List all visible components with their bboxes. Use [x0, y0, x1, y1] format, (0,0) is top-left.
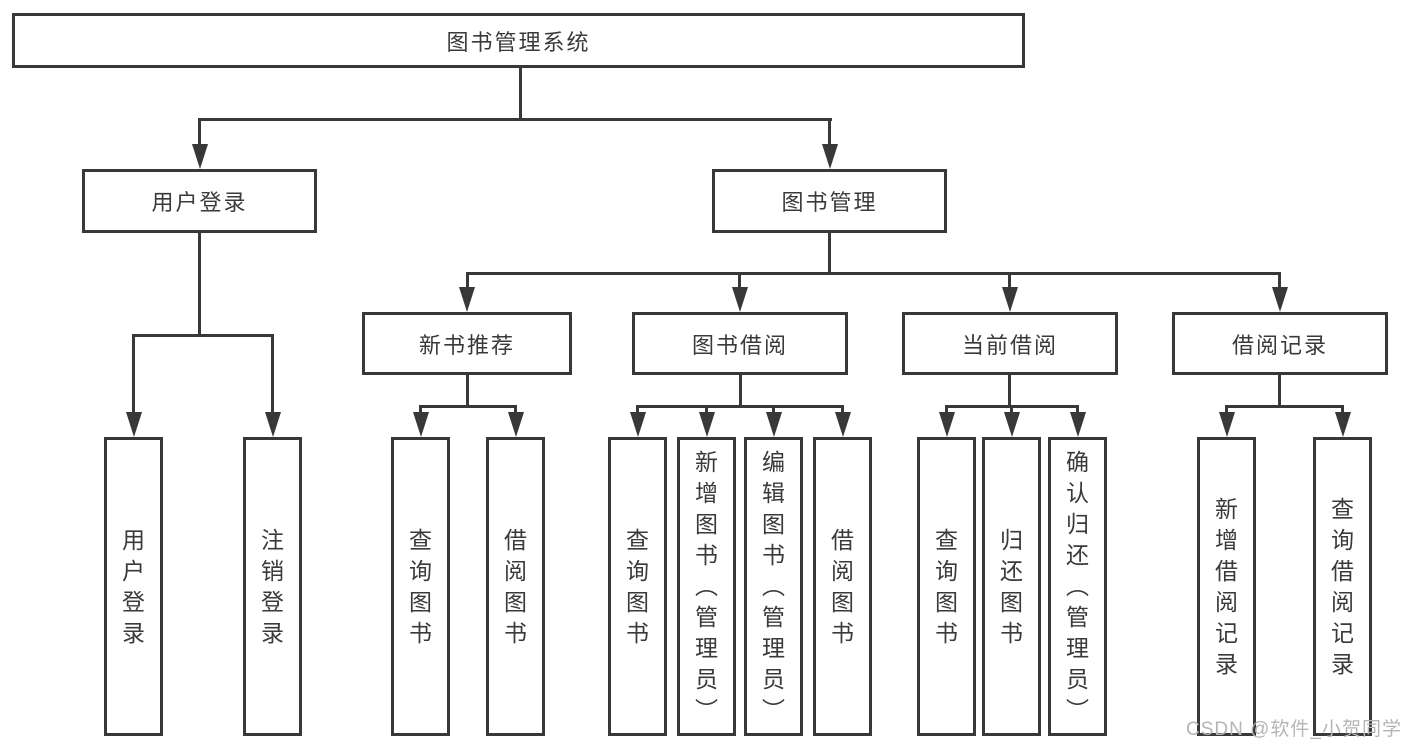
arrow-into-leaf	[508, 412, 524, 437]
node-library-management-system: 图书管理系统	[12, 13, 1025, 68]
connector-to-leaf	[772, 405, 775, 417]
connector-to-book-borrowing	[738, 272, 741, 290]
leaf-logout: 注 销 登 录	[243, 437, 302, 736]
leaf-confirm-return-admin: 确 认 归 还 ︵ 管 理 员 ︶	[1048, 437, 1107, 736]
leaf-add-books-admin: 新 增 图 书 ︵ 管 理 员 ︶	[677, 437, 736, 736]
connector-user-login-stem	[198, 233, 201, 337]
connector-to-leaf	[705, 405, 708, 417]
connector-to-leaf	[1341, 405, 1344, 417]
connector-book-mgmt-stem	[828, 233, 831, 275]
arrow-into-leaf	[939, 412, 955, 437]
arrow-into-leaf	[630, 412, 646, 437]
connector-to-book-management	[828, 118, 831, 150]
connector-new-book-split	[419, 405, 517, 408]
connector-to-leaf	[945, 405, 948, 417]
leaf-label: 借 阅 图 书	[504, 526, 527, 646]
connector-new-book-stem	[466, 375, 469, 408]
arrow-into-leaf-logout	[265, 412, 281, 437]
arrow-into-leaf	[413, 412, 429, 437]
arrow-into-book-borrowing	[732, 287, 748, 312]
node-book-borrowing: 图书借阅	[632, 312, 848, 375]
connector-user-login-split	[132, 334, 274, 337]
leaf-label: 新 增 图 书 ︵ 管 理 员 ︶	[695, 449, 718, 723]
leaf-label: 注 销 登 录	[261, 526, 284, 646]
leaf-label: 查 询 图 书	[935, 526, 958, 646]
connector-current-borrowing-stem	[1008, 375, 1011, 408]
node-new-book-recommendation: 新书推荐	[362, 312, 572, 375]
connector-to-leaf	[514, 405, 517, 417]
arrow-into-leaf	[1004, 412, 1020, 437]
leaf-label: 编 辑 图 书 ︵ 管 理 员 ︶	[762, 449, 785, 723]
arrow-into-leaf	[835, 412, 851, 437]
connector-book-borrowing-split	[636, 405, 844, 408]
leaf-query-borrow-record: 查 询 借 阅 记 录	[1313, 437, 1372, 736]
leaf-return-books: 归 还 图 书	[982, 437, 1041, 736]
leaf-borrow-books: 借 阅 图 书	[813, 437, 872, 736]
leaf-query-books-borrow: 查 询 图 书	[608, 437, 667, 736]
arrow-into-leaf	[1335, 412, 1351, 437]
connector-root-stem	[519, 66, 522, 121]
connector-to-new-book	[466, 272, 469, 290]
arrow-into-new-book	[459, 287, 475, 312]
connector-book-mgmt-split	[466, 272, 1281, 275]
leaf-query-books-recommend: 查 询 图 书	[391, 437, 450, 736]
connector-to-leaf	[1010, 405, 1013, 417]
node-book-management: 图书管理	[712, 169, 947, 233]
arrow-into-user-login	[192, 144, 208, 169]
connector-to-current-borrowing	[1008, 272, 1011, 290]
leaf-label: 查 询 图 书	[409, 526, 432, 646]
connector-borrowing-records-split	[1225, 405, 1343, 408]
arrow-into-leaf-user-login	[126, 412, 142, 437]
connector-to-leaf	[636, 405, 639, 417]
arrow-into-leaf	[766, 412, 782, 437]
arrow-into-book-management	[822, 144, 838, 169]
connector-book-borrowing-stem	[739, 375, 742, 408]
node-user-login: 用户登录	[82, 169, 317, 233]
connector-to-leaf	[841, 405, 844, 417]
leaf-label: 查 询 借 阅 记 录	[1331, 495, 1354, 677]
leaf-edit-books-admin: 编 辑 图 书 ︵ 管 理 员 ︶	[744, 437, 803, 736]
leaf-label: 借 阅 图 书	[831, 526, 854, 646]
connector-to-leaf	[1225, 405, 1228, 417]
leaf-label: 确 认 归 还 ︵ 管 理 员 ︶	[1066, 449, 1089, 723]
leaf-label: 用 户 登 录	[122, 526, 145, 646]
leaf-add-borrow-record: 新 增 借 阅 记 录	[1197, 437, 1256, 736]
node-borrowing-records: 借阅记录	[1172, 312, 1388, 375]
connector-to-leaf-logout	[271, 334, 274, 416]
connector-to-leaf	[1076, 405, 1079, 417]
csdn-watermark: CSDN @软件_小贺同学	[1186, 719, 1402, 740]
leaf-label: 查 询 图 书	[626, 526, 649, 646]
leaf-query-books-current: 查 询 图 书	[917, 437, 976, 736]
leaf-label: 新 增 借 阅 记 录	[1215, 495, 1238, 677]
connector-root-split	[198, 118, 832, 121]
connector-borrowing-records-stem	[1278, 375, 1281, 408]
arrow-into-leaf	[699, 412, 715, 437]
leaf-user-login: 用 户 登 录	[104, 437, 163, 736]
arrow-into-leaf	[1219, 412, 1235, 437]
leaf-borrow-books-recommend: 借 阅 图 书	[486, 437, 545, 736]
arrow-into-borrowing-records	[1272, 287, 1288, 312]
connector-to-leaf-user-login	[132, 334, 135, 416]
connector-to-leaf	[419, 405, 422, 417]
connector-to-user-login	[198, 118, 201, 150]
node-current-borrowing: 当前借阅	[902, 312, 1118, 375]
arrow-into-current-borrowing	[1002, 287, 1018, 312]
leaf-label: 归 还 图 书	[1000, 526, 1023, 646]
arrow-into-leaf	[1070, 412, 1086, 437]
connector-to-borrowing-records	[1278, 272, 1281, 290]
